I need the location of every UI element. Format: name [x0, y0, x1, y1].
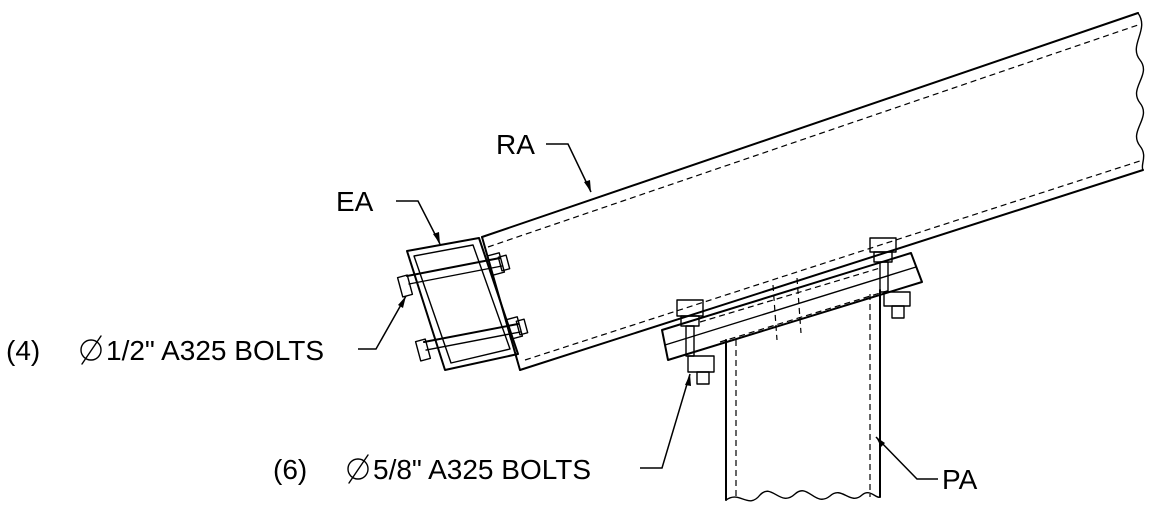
- large-bolts-spec: 5/8" A325 BOLTS: [373, 454, 591, 485]
- end-angle-part: [406, 237, 521, 371]
- leader-lines: [358, 143, 938, 480]
- large-bolts-callout: (6) 5/8" A325 BOLTS: [273, 454, 591, 485]
- diameter-symbol-icon: [80, 335, 102, 365]
- small-bolts-qty: (4): [6, 335, 40, 366]
- small-bolts-callout: (4) 1/2" A325 BOLTS: [6, 335, 324, 366]
- plate-bolts: [676, 237, 911, 385]
- large-bolts-qty: (6): [273, 454, 307, 485]
- small-bolts-spec: 1/2" A325 BOLTS: [106, 335, 324, 366]
- end-angle-label: EA: [336, 186, 374, 217]
- post-label: PA: [942, 464, 978, 495]
- post-member: [725, 289, 881, 502]
- diameter-symbol-icon: [347, 454, 369, 484]
- end-angle-bolts: [396, 252, 529, 362]
- connection-plates: [661, 252, 923, 361]
- rafter-label: RA: [496, 129, 535, 160]
- rafter-member: [481, 12, 1145, 371]
